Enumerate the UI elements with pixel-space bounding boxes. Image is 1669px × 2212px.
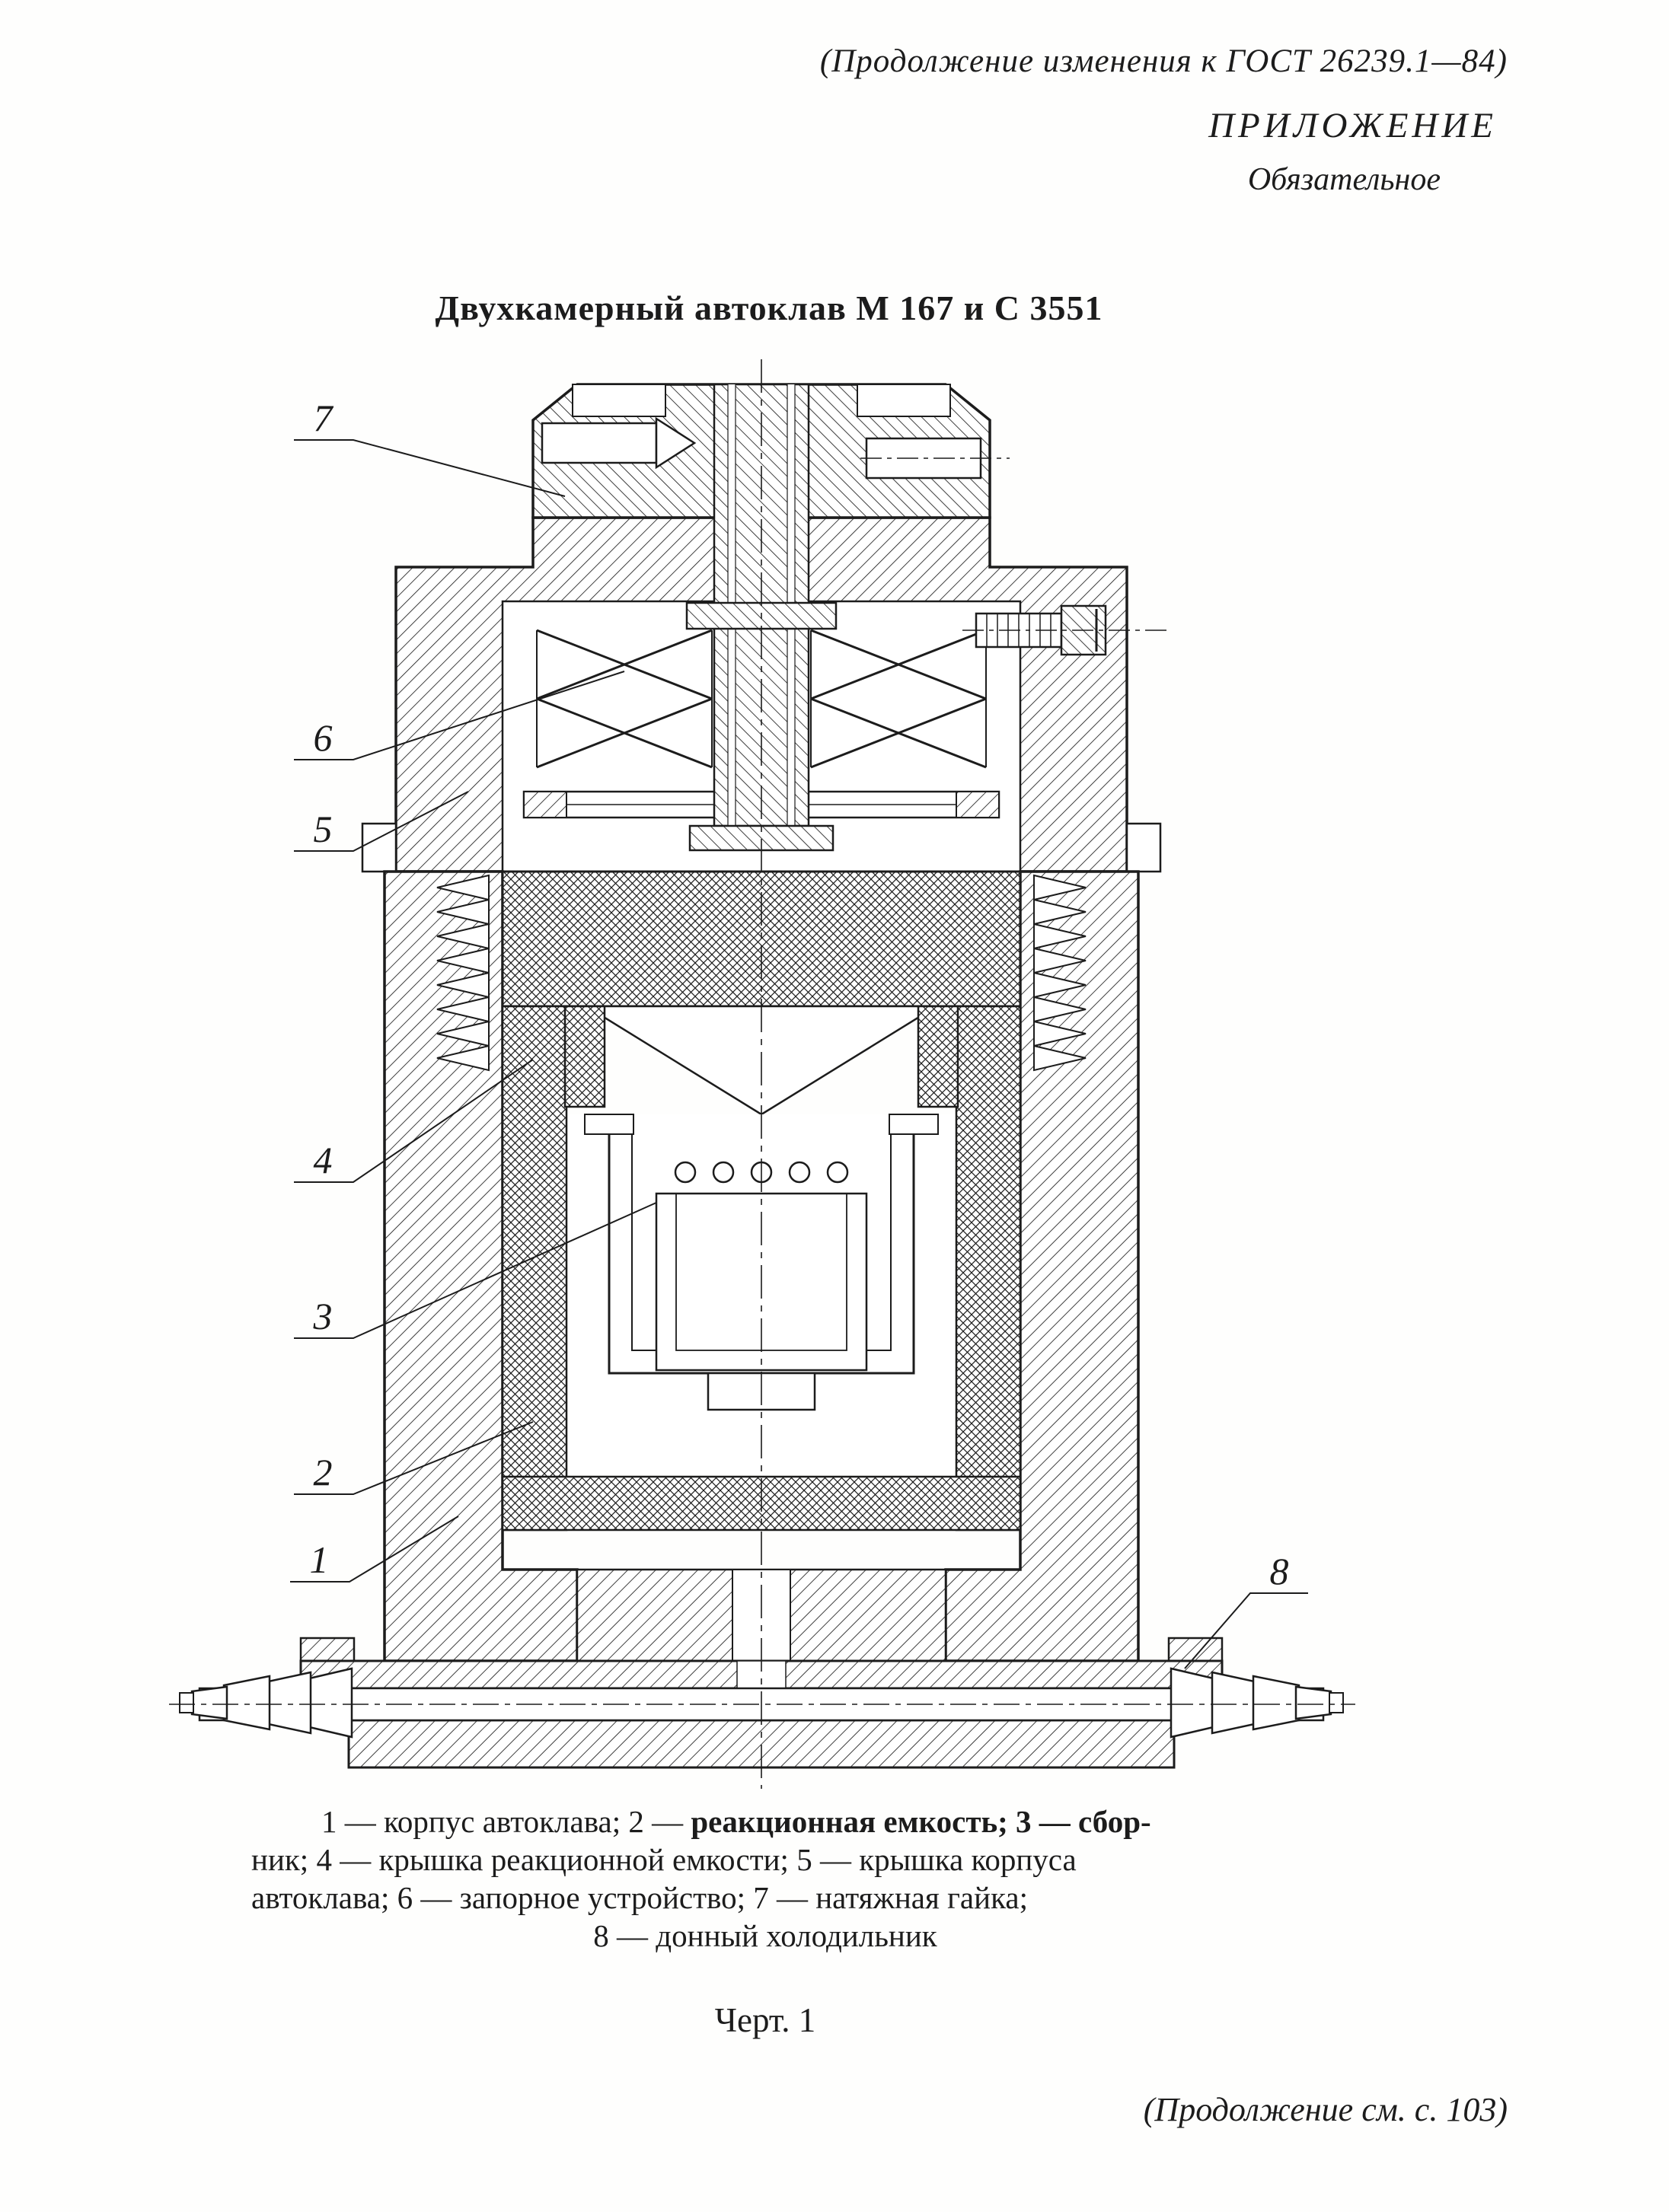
figure-title: Двухкамерный автоклав М 167 и С 3551 xyxy=(435,288,1103,327)
legend-line-1: 1 — корпус автоклава; 2 — реакционная ем… xyxy=(251,1802,1279,1841)
annex-subtitle: Обязательное xyxy=(1247,162,1441,197)
callout-8: 8 xyxy=(1270,1550,1289,1592)
callout-numbers: 7 6 5 4 3 2 1 8 xyxy=(310,397,1289,1592)
hose-fitting-right xyxy=(1170,1667,1344,1739)
header-continuation-note: (Продолжение изменения к ГОСТ 26239.1—84… xyxy=(819,43,1508,79)
legend-line-2: ник; 4 — крышка реакционной емкости; 5 —… xyxy=(251,1842,1077,1878)
autoclave-body xyxy=(383,870,1140,1662)
callout-6: 6 xyxy=(314,716,333,759)
callout-3: 3 xyxy=(313,1295,333,1337)
callout-7: 7 xyxy=(314,397,334,439)
callout-leaders xyxy=(290,439,1308,1669)
lid-skirts xyxy=(563,1005,959,1108)
callout-4: 4 xyxy=(314,1139,333,1181)
adjusting-screw xyxy=(962,604,1166,656)
footer-continuation-note: (Продолжение см. с. 103) xyxy=(1143,2091,1508,2128)
autoclave-figure: 7 6 5 4 3 2 1 8 xyxy=(152,350,1386,1796)
locking-device-springs xyxy=(536,629,987,769)
callout-1: 1 xyxy=(310,1538,329,1581)
collector-holes xyxy=(674,1161,849,1184)
thread-left xyxy=(436,874,490,1072)
thread-right xyxy=(1033,874,1087,1072)
legend-line-4: 8 — донный холодильник xyxy=(593,1918,937,1954)
callout-2: 2 xyxy=(314,1451,333,1493)
figure-caption: Черт. 1 xyxy=(714,2001,816,2039)
legend-line-3: автоклава; 6 — запорное устройство; 7 — … xyxy=(251,1880,1028,1916)
autoclave-section-drawing: 7 6 5 4 3 2 1 8 xyxy=(169,359,1355,1789)
callout-5: 5 xyxy=(314,808,333,850)
legend-line-1a: 1 — корпус автоклава; 2 — xyxy=(321,1804,691,1839)
hose-fitting-left xyxy=(179,1667,353,1739)
annex-title: ПРИЛОЖЕНИЕ xyxy=(1208,106,1497,145)
legend-line-1b: реакционная емкость; 3 — сбор- xyxy=(691,1804,1151,1839)
figure-legend: 1 — корпус автоклава; 2 — реакционная ем… xyxy=(251,1802,1279,1955)
